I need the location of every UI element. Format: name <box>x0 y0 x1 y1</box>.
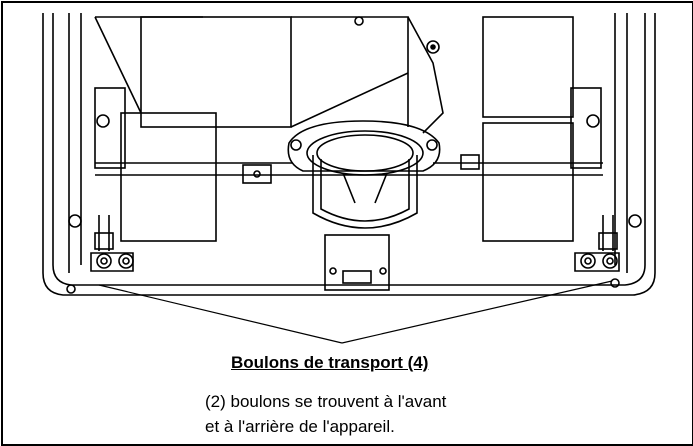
caption-line-1: (2) boulons se trouvent à l'avant <box>205 392 447 411</box>
caption-title: Boulons de transport (4) <box>231 353 429 372</box>
technical-drawing <box>42 13 656 344</box>
caption-line-2: et à l'arrière de l'appareil. <box>205 417 395 436</box>
leader-lines <box>98 280 613 344</box>
